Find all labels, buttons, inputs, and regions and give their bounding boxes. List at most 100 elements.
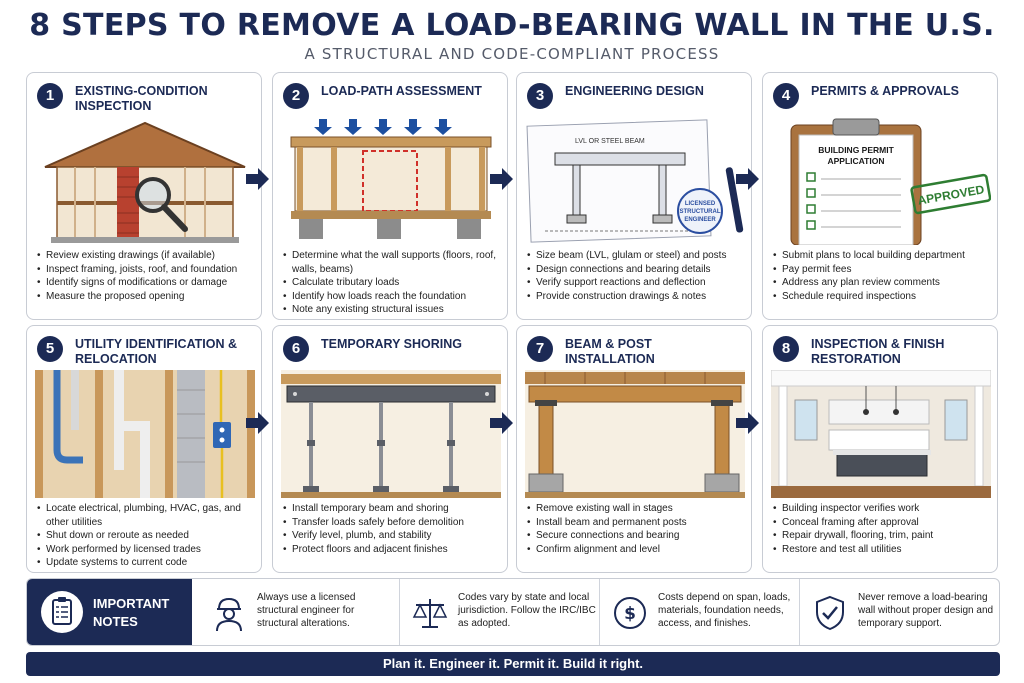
- arrow-right-icon: [490, 412, 513, 434]
- load-path-illustration: [290, 119, 492, 239]
- bullet: Verify level, plumb, and stability: [283, 529, 501, 543]
- engineer-icon: [216, 597, 242, 632]
- note-item: Always use a licensed structural enginee…: [199, 579, 399, 645]
- step-card-3: 3 ENGINEERING DESIGN LVL OR STEEL BEAM L…: [516, 72, 752, 320]
- arrow-right-icon: [490, 168, 513, 190]
- bullet: Install temporary beam and shoring: [283, 502, 501, 516]
- bullet: Secure connections and bearing: [527, 529, 745, 543]
- step-title: BEAM & POST INSTALLATION: [565, 337, 655, 366]
- bullet: Protect floors and adjacent finishes: [283, 543, 501, 557]
- stamp-line-1: LICENSED: [685, 201, 716, 207]
- step-title: PERMITS & APPROVALS: [811, 84, 959, 98]
- bullet: Note any existing structural issues: [283, 303, 501, 317]
- beam-post-illustration: [525, 370, 745, 498]
- step-bullets: Remove existing wall in stages Install b…: [527, 502, 745, 556]
- bullet: Inspect framing, joists, roof, and found…: [37, 263, 255, 277]
- notes-header: IMPORTANT NOTES: [27, 579, 192, 645]
- stamp-line-3: ENGINEER: [684, 217, 716, 223]
- step-number: 3: [527, 83, 553, 109]
- engineering-drawing-illustration: LVL OR STEEL BEAM LICENSED STRUCTURAL EN…: [526, 119, 744, 243]
- bullet: Conceal framing after approval: [773, 516, 991, 530]
- bullet: Building inspector verifies work: [773, 502, 991, 516]
- step-card-7: 7 BEAM & POST INSTALLATION Remove existi…: [516, 325, 752, 573]
- step-title: LOAD-PATH ASSESSMENT: [321, 84, 482, 98]
- bullet: Locate electrical, plumbing, HVAC, gas, …: [37, 502, 255, 529]
- bullet: Pay permit fees: [773, 263, 991, 277]
- bullet: Update systems to current code: [37, 556, 255, 570]
- house-inspection-illustration: [44, 121, 246, 243]
- bullet: Address any plan review comments: [773, 276, 991, 290]
- step-number: 6: [283, 336, 309, 362]
- important-notes-bar: IMPORTANT NOTES Always use a licensed st…: [26, 578, 1000, 646]
- step-card-2: 2 LOAD-PATH ASSESSMENT Determine what th…: [272, 72, 508, 320]
- note-item: $ Costs depend on span, loads, materials…: [599, 579, 799, 645]
- note-text: Always use a licensed structural enginee…: [257, 592, 356, 629]
- step-number: 2: [283, 83, 309, 109]
- step-bullets: Review existing drawings (if available) …: [37, 249, 255, 303]
- notes-label-line-2: NOTES: [93, 614, 138, 629]
- arrow-right-icon: [736, 412, 759, 434]
- step-title: INSPECTION & FINISH RESTORATION: [811, 337, 945, 366]
- step-bullets: Submit plans to local building departmen…: [773, 249, 991, 303]
- arrow-right-icon: [246, 168, 269, 190]
- permit-clipboard-illustration: BUILDING PERMIT APPLICATION APPROVED: [790, 118, 991, 245]
- bullet: Determine what the wall supports (floors…: [283, 249, 501, 276]
- step-title: EXISTING-CONDITION INSPECTION: [75, 84, 208, 113]
- note-text: Codes vary by state and local jurisdicti…: [458, 592, 596, 629]
- step-bullets: Install temporary beam and shoring Trans…: [283, 502, 501, 556]
- note-item: Codes vary by state and local jurisdicti…: [399, 579, 599, 645]
- bullet: Submit plans to local building departmen…: [773, 249, 991, 263]
- arrow-right-icon: [246, 412, 269, 434]
- footer-tagline: Plan it. Engineer it. Permit it. Build i…: [26, 652, 1000, 676]
- bullet: Schedule required inspections: [773, 290, 991, 304]
- temporary-shoring-illustration: [281, 370, 501, 498]
- bullet: Identify how loads reach the foundation: [283, 290, 501, 304]
- beam-label: LVL OR STEEL BEAM: [575, 138, 645, 145]
- step-number: 5: [37, 336, 63, 362]
- notes-label-line-1: IMPORTANT: [93, 596, 170, 611]
- step-bullets: Building inspector verifies work Conceal…: [773, 502, 991, 556]
- step-title: TEMPORARY SHORING: [321, 337, 462, 351]
- clipboard-icon: [41, 591, 83, 633]
- page-subtitle: A STRUCTURAL AND CODE-COMPLIANT PROCESS: [304, 45, 720, 63]
- bullet: Verify support reactions and deflection: [527, 276, 745, 290]
- notes-label: IMPORTANT NOTES: [93, 595, 169, 631]
- bullet: Calculate tributary loads: [283, 276, 501, 290]
- step-bullets: Determine what the wall supports (floors…: [283, 249, 501, 317]
- step-title: ENGINEERING DESIGN: [565, 84, 704, 98]
- form-title-1: BUILDING PERMIT: [818, 145, 894, 155]
- bullet: Review existing drawings (if available): [37, 249, 255, 263]
- scales-icon: [412, 599, 448, 628]
- stamp-line-2: STRUCTURAL: [680, 209, 721, 215]
- bullet: Shut down or reroute as needed: [37, 529, 255, 543]
- bullet: Work performed by licensed trades: [37, 543, 255, 557]
- step-number: 8: [773, 336, 799, 362]
- step-card-4: 4 PERMITS & APPROVALS BUILDING PERMIT AP…: [762, 72, 998, 320]
- bullet: Install beam and permanent posts: [527, 516, 745, 530]
- bullet: Identify signs of modifications or damag…: [37, 276, 255, 290]
- utilities-illustration: [35, 370, 255, 498]
- form-title-2: APPLICATION: [828, 156, 885, 166]
- bullet: Confirm alignment and level: [527, 543, 745, 557]
- note-text: Costs depend on span, loads, materials, …: [658, 592, 791, 629]
- dollar-icon: $: [614, 597, 646, 629]
- bullet: Measure the proposed opening: [37, 290, 255, 304]
- page-title: 8 STEPS TO REMOVE A LOAD-BEARING WALL IN…: [29, 8, 995, 43]
- step-card-1: 1 EXISTING-CONDITION INSPECTION Review e…: [26, 72, 262, 320]
- step-title: UTILITY IDENTIFICATION & RELOCATION: [75, 337, 238, 366]
- step-number: 7: [527, 336, 553, 362]
- arrow-right-icon: [736, 168, 759, 190]
- step-card-5: 5 UTILITY IDENTIFICATION & RELOCATION Lo…: [26, 325, 262, 573]
- bullet: Repair drywall, flooring, trim, paint: [773, 529, 991, 543]
- bullet: Restore and test all utilities: [773, 543, 991, 557]
- step-bullets: Locate electrical, plumbing, HVAC, gas, …: [37, 502, 255, 570]
- bullet: Design connections and bearing details: [527, 263, 745, 277]
- svg-text:$: $: [624, 604, 636, 624]
- step-card-6: 6 TEMPORARY SHORING Install temporary be…: [272, 325, 508, 573]
- bullet: Remove existing wall in stages: [527, 502, 745, 516]
- note-text: Never remove a load-bearing wall without…: [858, 592, 994, 629]
- step-number: 4: [773, 83, 799, 109]
- bullet: Size beam (LVL, glulam or steel) and pos…: [527, 249, 745, 263]
- step-card-8: 8 INSPECTION & FINISH RESTORATION Buildi…: [762, 325, 998, 573]
- step-bullets: Size beam (LVL, glulam or steel) and pos…: [527, 249, 745, 303]
